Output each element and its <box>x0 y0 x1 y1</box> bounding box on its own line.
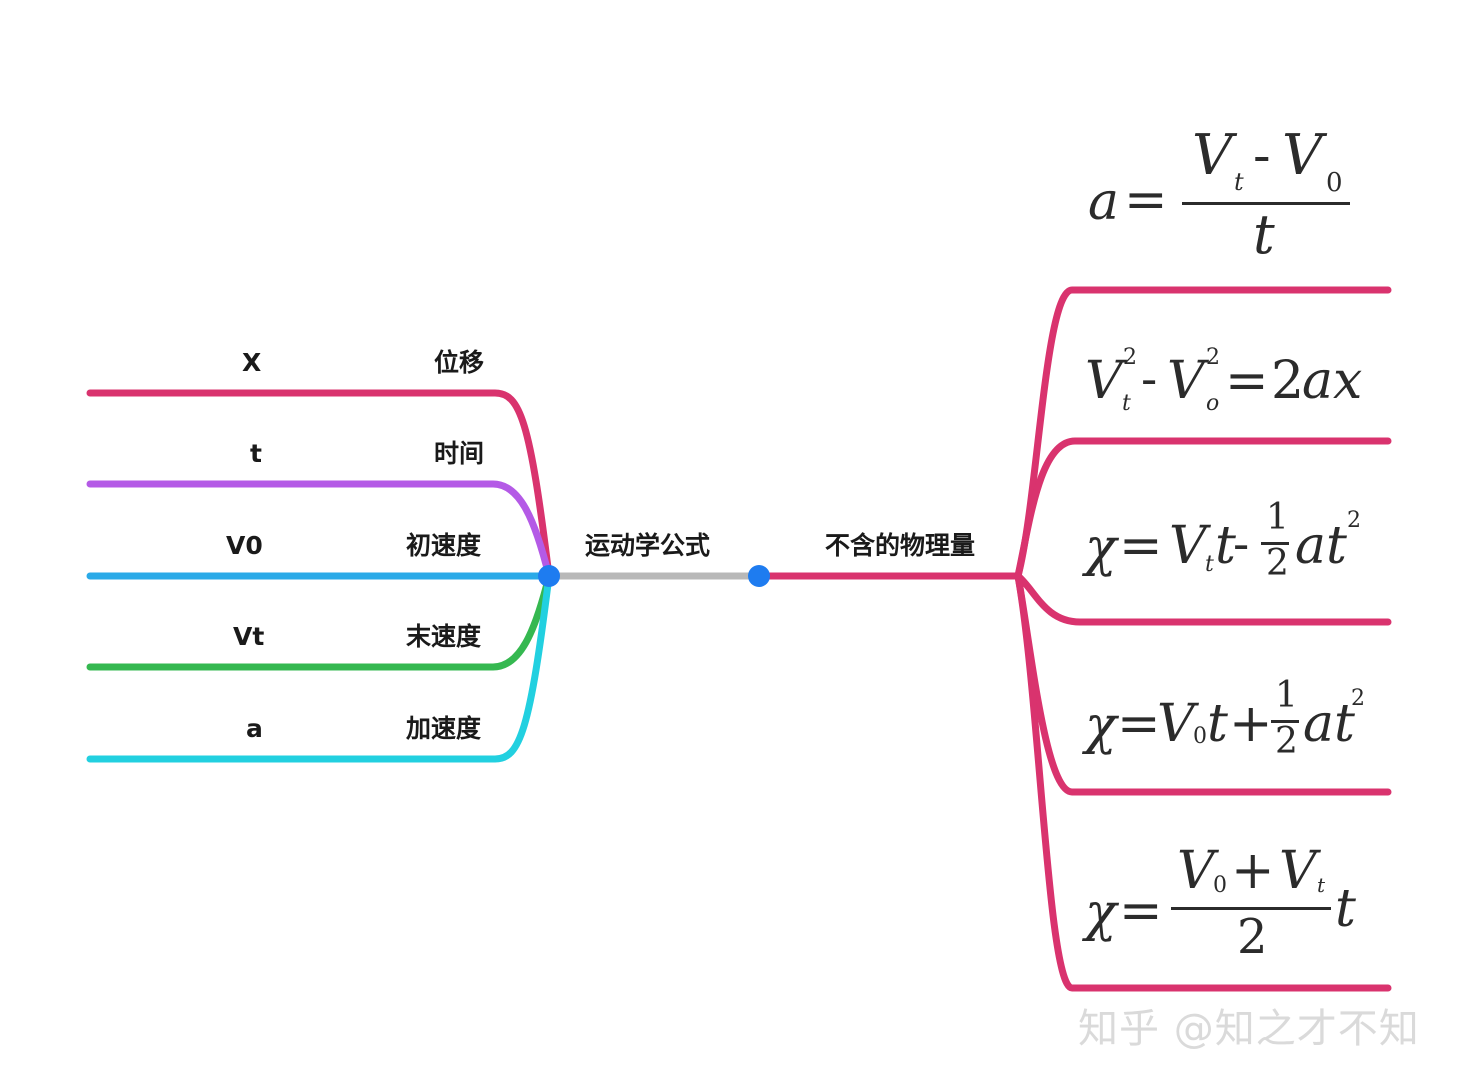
formula-5: χ = V 0 + V t 2 t <box>1085 841 1356 965</box>
right-node-dot[interactable] <box>748 565 770 587</box>
left-branches <box>86 389 553 763</box>
formula-branch-2 <box>1014 437 1392 580</box>
symbol-initial-velocity: V0 <box>226 531 263 560</box>
label-initial-velocity: 初速度 <box>406 531 482 560</box>
symbol-acceleration: a <box>246 714 263 743</box>
formula-3: χ = V t t - 1 2 at 2 <box>1085 497 1361 584</box>
formula-4: χ = V 0 t + 1 2 at 2 <box>1085 675 1365 762</box>
formula-branch-3 <box>1014 572 1392 626</box>
symbol-displacement: X <box>242 348 262 377</box>
formula-branch-5 <box>1014 572 1392 992</box>
right-branches <box>1014 286 1392 992</box>
label-time: 时间 <box>434 439 485 468</box>
branch-line-displacement <box>86 389 553 580</box>
symbol-time: t <box>250 439 262 468</box>
branch-line-acceleration <box>86 572 553 763</box>
formula-1: a = V t - V 0 t <box>1088 128 1368 268</box>
right-node-label: 不含的物理量 <box>825 531 976 560</box>
zhihu-watermark: 知乎 @知之才不知 <box>1078 1006 1420 1052</box>
label-displacement: 位移 <box>434 348 485 377</box>
branch-line-time <box>86 480 553 580</box>
label-final-velocity: 末速度 <box>406 622 482 651</box>
label-acceleration: 加速度 <box>406 714 482 743</box>
formula-2: V 2 t - V 2 o = 2 ax <box>1085 345 1363 416</box>
center-node-dot[interactable] <box>538 565 560 587</box>
symbol-final-velocity: Vt <box>233 622 265 651</box>
center-topic-label: 运动学公式 <box>585 531 711 560</box>
